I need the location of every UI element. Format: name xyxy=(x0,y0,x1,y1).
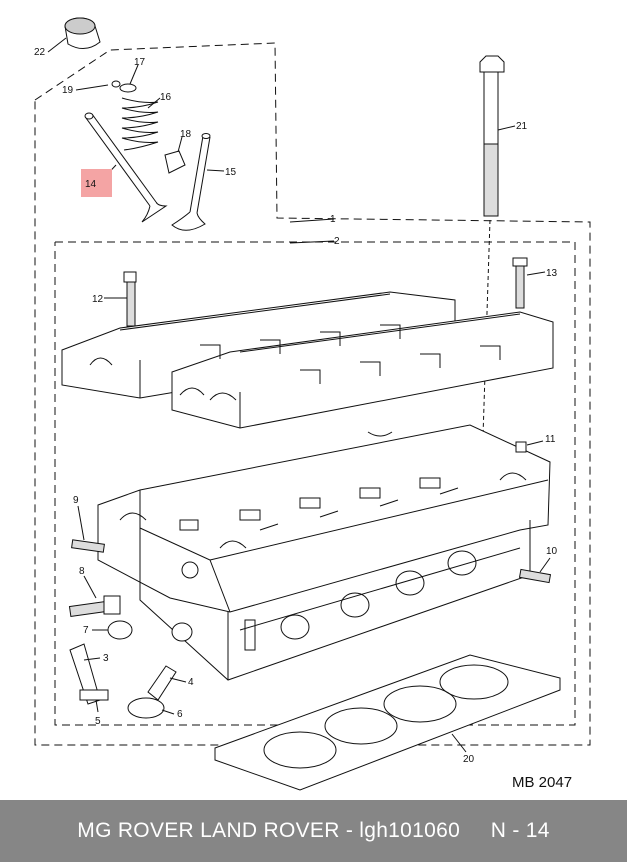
bolt-12 xyxy=(123,271,137,327)
callout-21: 21 xyxy=(516,121,528,132)
sensor-8 xyxy=(68,595,121,618)
head-gasket-20 xyxy=(214,654,561,791)
callout-12: 12 xyxy=(92,294,104,305)
valve-seat-6 xyxy=(127,697,165,719)
head-bolt-21 xyxy=(479,55,505,437)
valve-seat-5 xyxy=(79,689,109,701)
stud-10 xyxy=(518,568,552,584)
tappet-bucket-22 xyxy=(64,17,101,49)
exploded-parts-diagram: 22 17 19 16 18 15 14 21 1 2 12 13 11 9 1… xyxy=(34,17,591,791)
valve-collets-17 xyxy=(111,80,137,93)
cylinder-head xyxy=(97,424,551,681)
callout-14: 14 xyxy=(85,179,97,190)
callout-15: 15 xyxy=(225,167,237,178)
valve-spring-16 xyxy=(121,97,159,151)
callout-2: 2 xyxy=(334,236,340,247)
callout-7: 7 xyxy=(83,625,89,636)
callout-labels: 22 17 19 16 18 15 14 21 1 2 12 13 11 9 1… xyxy=(34,47,558,765)
callout-11: 11 xyxy=(545,434,556,445)
valve-stem-seal-18 xyxy=(164,150,186,174)
callout-18: 18 xyxy=(180,129,192,140)
callout-10: 10 xyxy=(546,546,558,557)
dowel-11 xyxy=(515,441,527,453)
exhaust-valve-15 xyxy=(171,133,211,231)
diagram-code: MB 2047 xyxy=(512,774,572,791)
callout-17: 17 xyxy=(134,57,146,68)
callout-1: 1 xyxy=(330,214,336,225)
inlet-valve-14 xyxy=(84,112,168,223)
footer-text: MG ROVER LAND ROVER - lgh101060 N - 14 xyxy=(77,819,550,842)
callout-16: 16 xyxy=(160,92,172,103)
stud-9 xyxy=(71,539,105,553)
plug-7 xyxy=(107,620,133,640)
callout-3: 3 xyxy=(103,653,109,664)
callout-9: 9 xyxy=(73,495,79,506)
valve-guide-4 xyxy=(147,665,177,701)
callout-5: 5 xyxy=(95,716,101,727)
footer-bar: MG ROVER LAND ROVER - lgh101060 N - 14 xyxy=(0,800,627,862)
callout-8: 8 xyxy=(79,566,85,577)
callout-19: 19 xyxy=(62,85,74,96)
dashed-outline-1 xyxy=(34,42,591,746)
callout-22: 22 xyxy=(34,47,46,58)
highlight-14 xyxy=(81,169,112,197)
callout-4: 4 xyxy=(188,677,194,688)
callout-20: 20 xyxy=(463,754,475,765)
bolt-13 xyxy=(512,257,528,309)
callout-6: 6 xyxy=(177,709,183,720)
dashed-outline-2 xyxy=(54,241,576,726)
camshaft-carrier xyxy=(61,291,554,429)
callout-13: 13 xyxy=(546,268,558,279)
